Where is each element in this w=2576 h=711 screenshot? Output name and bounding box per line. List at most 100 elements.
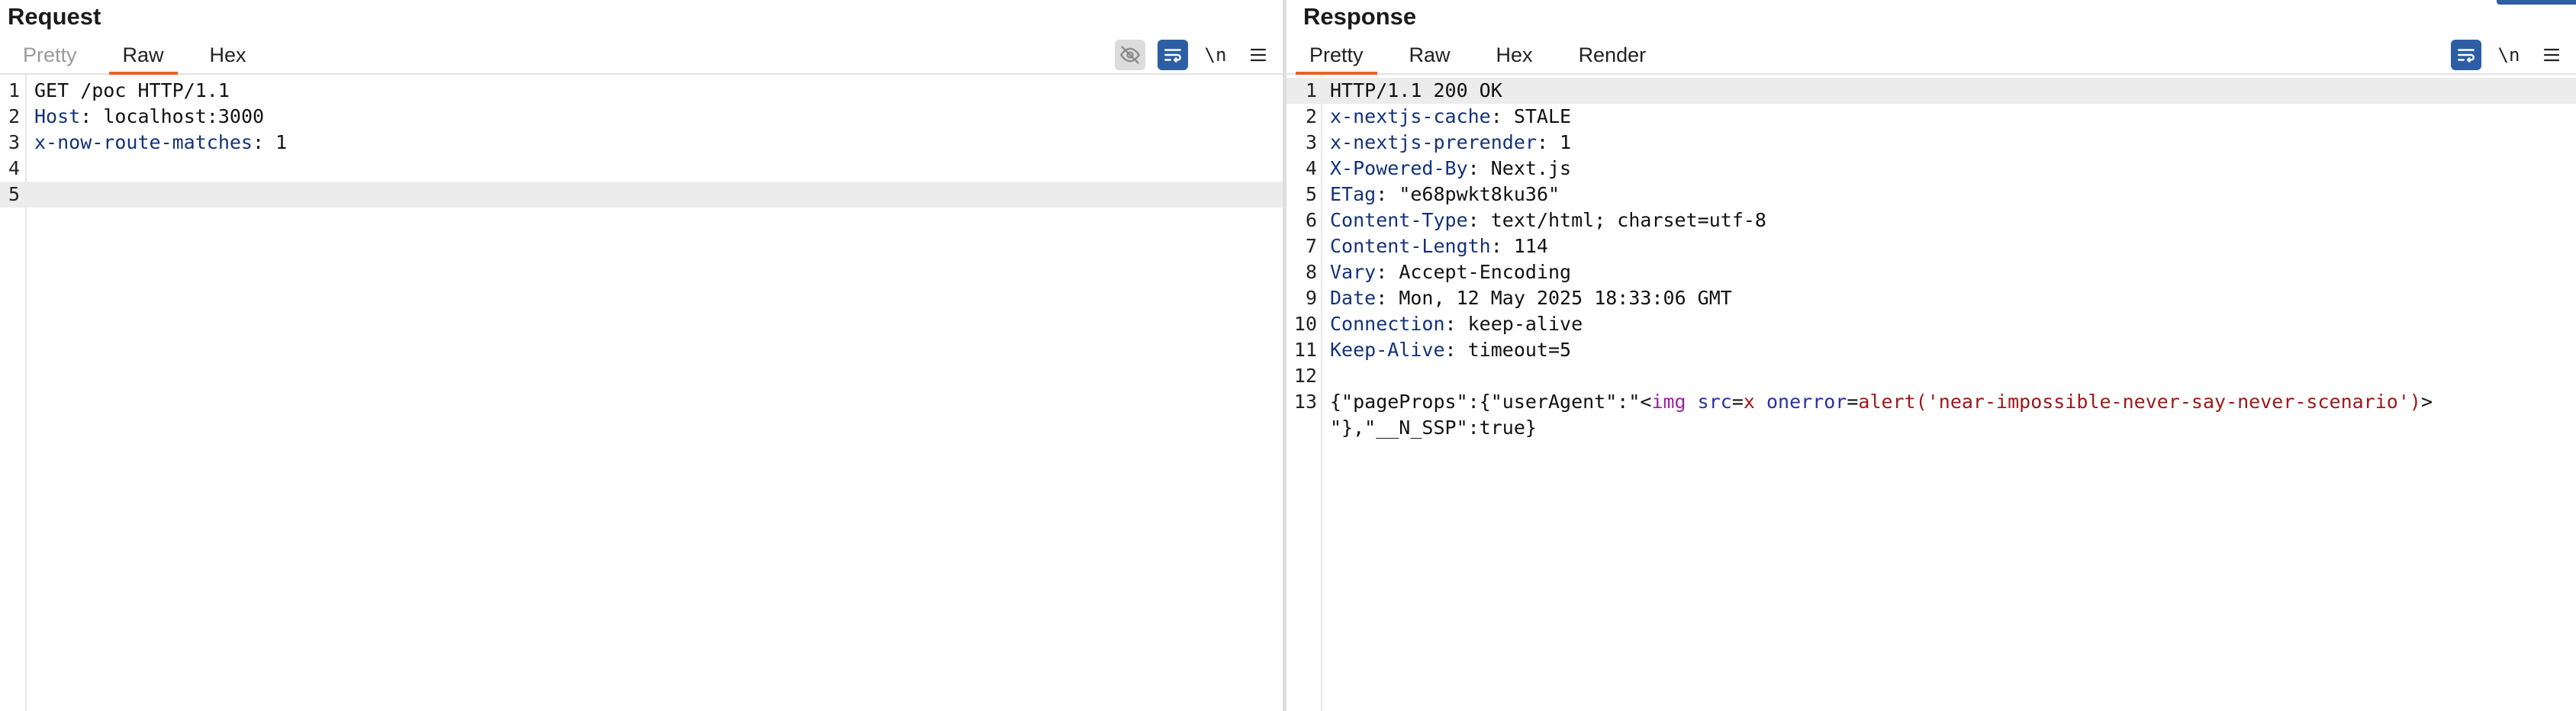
tab-pretty[interactable]: Pretty: [1286, 37, 1386, 75]
header-colon: :: [1536, 131, 1548, 153]
line-text: HTTP/1.1 200 OK: [1330, 79, 1502, 101]
request-tabs: Pretty Raw Hex: [0, 37, 269, 75]
body-line: 13{"pageProps":{"userAgent":"<img src=x …: [1286, 389, 2576, 415]
equals-sign: =: [1847, 391, 1859, 413]
header-name: Date: [1330, 287, 1377, 309]
show-newlines-button[interactable]: \n: [1200, 40, 1231, 70]
code-line: 1 HTTP/1.1 200 OK: [1286, 78, 2576, 104]
tag-close: >: [2420, 391, 2433, 413]
line-number: 6: [1305, 209, 1317, 231]
request-menu-button[interactable]: [1243, 40, 1274, 70]
code-line: 2 Host: localhost:3000: [0, 104, 1283, 130]
code-line: 3 x-nextjs-prerender: 1: [1286, 130, 2576, 156]
line-content: ETag: "e68pwkt8ku36": [1330, 182, 1560, 208]
code-line: 6 Content-Type: text/html; charset=utf-8: [1286, 208, 2576, 233]
header-value: localhost:3000: [92, 105, 265, 127]
response-show-newlines-button[interactable]: \n: [2494, 40, 2524, 70]
tab-pretty[interactable]: Pretty: [23, 43, 77, 66]
header-name: x-nextjs-cache: [1330, 105, 1491, 127]
line-number: 8: [1305, 261, 1317, 283]
html-attr-name: onerror: [1766, 391, 1847, 413]
line-number: 2: [1305, 105, 1317, 127]
header-value: "e68pwkt8ku36": [1387, 183, 1560, 205]
line-number: 4: [1305, 157, 1317, 179]
line-number: 3: [1305, 131, 1317, 153]
newline-label: \n: [1204, 44, 1227, 66]
html-attr-name: src: [1697, 391, 1732, 413]
tab-hex[interactable]: Hex: [209, 43, 246, 66]
html-attr-value: x: [1743, 391, 1755, 413]
header-value: Accept-Encoding: [1387, 261, 1572, 283]
header-value: STALE: [1502, 105, 1572, 127]
request-toolbar: \n: [1103, 40, 1274, 70]
code-line: 4 X-Powered-By: Next.js: [1286, 156, 2576, 182]
line-content: Host: localhost:3000: [34, 104, 264, 130]
header-value: 1: [1548, 131, 1572, 153]
json-prefix: {"pageProps":{"userAgent":"<: [1330, 391, 1652, 413]
html-tag-name: img: [1651, 391, 1686, 413]
line-content: X-Powered-By: Next.js: [1330, 156, 1571, 182]
response-tabbar: Pretty Raw Hex Render \n: [1286, 37, 2576, 75]
response-toolbar: \n: [2439, 40, 2567, 70]
line-number: 1: [1305, 79, 1317, 101]
line-content: Connection: keep-alive: [1330, 311, 1583, 337]
space: [1755, 391, 1766, 413]
layout-toggle-edge[interactable]: [2497, 0, 2576, 5]
word-wrap-button[interactable]: [1158, 40, 1188, 70]
hamburger-menu-icon: [1250, 48, 1267, 62]
header-colon: :: [80, 105, 92, 127]
line-number: 2: [8, 105, 20, 127]
header-colon: :: [1444, 313, 1457, 335]
word-wrap-icon: [2458, 49, 2475, 63]
code-line: 2 x-nextjs-cache: STALE: [1286, 104, 2576, 130]
line-content: Content-Type: text/html; charset=utf-8: [1330, 208, 1766, 233]
header-value: Mon, 12 May 2025 18:33:06 GMT: [1387, 287, 1732, 309]
header-value: Next.js: [1479, 157, 1572, 179]
line-content: GET /poc HTTP/1.1: [34, 78, 230, 104]
line-text: GET /poc HTTP/1.1: [34, 79, 230, 101]
response-menu-button[interactable]: [2536, 40, 2567, 70]
request-line-gutter: [0, 75, 27, 711]
response-pane: Response Pretty Raw Hex Render \n: [1286, 0, 2576, 711]
code-line: 5: [0, 182, 1283, 208]
html-attr-value: alert('near-impossible-never-say-never-s…: [1858, 391, 2421, 413]
header-name: Content-Length: [1330, 235, 1491, 257]
response-line-gutter: [1286, 75, 1322, 711]
header-colon: :: [1467, 209, 1480, 231]
line-number: 1: [8, 79, 20, 101]
header-name: Host: [34, 105, 81, 127]
tab-render[interactable]: Render: [1578, 43, 1647, 66]
response-word-wrap-button[interactable]: [2451, 40, 2481, 70]
header-name: Keep-Alive: [1330, 339, 1445, 361]
line-number: 11: [1293, 339, 1317, 361]
pane-splitter[interactable]: [1283, 0, 1286, 711]
line-number: 5: [8, 183, 20, 205]
line-content: Content-Length: 114: [1330, 233, 1548, 259]
line-content: x-nextjs-cache: STALE: [1330, 104, 1571, 130]
header-name: x-now-route-matches: [34, 131, 253, 153]
header-name: Connection: [1330, 313, 1445, 335]
hide-nonprintable-button[interactable]: [1115, 40, 1145, 70]
header-name: X-Powered-By: [1330, 157, 1468, 179]
header-colon: :: [252, 131, 265, 153]
response-title: Response: [1303, 3, 1417, 30]
space: [1686, 391, 1698, 413]
header-name: x-nextjs-prerender: [1330, 131, 1537, 153]
body-line-wrapped: "},"__N_SSP":true}: [1286, 415, 2576, 441]
header-value: keep-alive: [1456, 313, 1583, 335]
header-colon: :: [1444, 339, 1457, 361]
request-tabbar: Pretty Raw Hex \n: [0, 37, 1283, 75]
line-number: 13: [1293, 391, 1317, 413]
line-number: 9: [1305, 287, 1317, 309]
tab-hex[interactable]: Hex: [1496, 43, 1533, 66]
line-content: Keep-Alive: timeout=5: [1330, 337, 1571, 363]
tab-raw[interactable]: Raw: [100, 37, 187, 75]
tab-raw[interactable]: Raw: [1409, 43, 1451, 66]
